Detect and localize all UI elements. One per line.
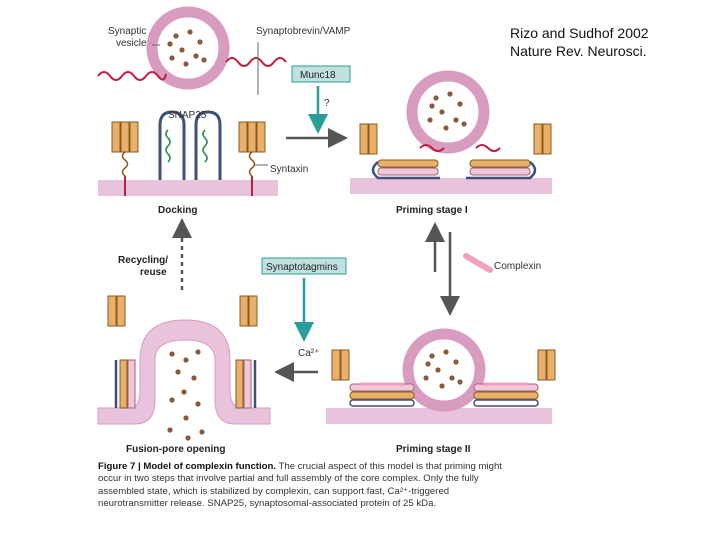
munc18-box <box>291 65 351 83</box>
calcium-label: Ca²⁺ <box>298 348 319 359</box>
plasma-membrane <box>98 180 278 196</box>
caption-body: The crucial aspect of this model is that… <box>98 461 502 510</box>
snap25-protein <box>158 110 222 180</box>
recycling-label-2: reuse <box>140 267 167 278</box>
released-neurotransmitter <box>167 349 205 441</box>
munc18-label: Munc18 <box>300 70 336 81</box>
full-snare-right <box>473 349 556 407</box>
syntaxin-right <box>238 121 266 196</box>
zippered-snare-right <box>235 295 258 409</box>
syntaxin-left <box>111 121 139 196</box>
fusion-pore-label: Fusion-pore opening <box>126 444 225 455</box>
neurotransmitter-dots <box>423 349 463 389</box>
priming-stage-1-panel <box>350 70 552 194</box>
synaptic-vesicle <box>146 6 230 90</box>
plasma-membrane <box>326 408 552 424</box>
partial-snare-right <box>466 123 552 180</box>
figure-caption: Figure 7 | Model of complexin function. … <box>98 461 508 511</box>
priming-stage-2-label: Priming stage II <box>396 444 471 455</box>
recycling-label-1: Recycling/ <box>118 255 168 266</box>
priming-stage-1-label: Priming stage I <box>396 205 468 216</box>
citation: Rizo and Sudhof 2002 Nature Rev. Neurosc… <box>510 24 649 60</box>
caption-figure-label: Figure 7 | Model of complexin function. <box>98 461 277 472</box>
priming-stage-2-panel <box>326 328 556 424</box>
synaptobrevin-label: Synaptobrevin/VAMP <box>256 26 351 37</box>
synaptotagmins-box <box>261 257 347 275</box>
docking-label: Docking <box>158 205 197 216</box>
synaptic-vesicle-label-2: vesicle <box>116 38 147 49</box>
neurotransmitter-dots <box>427 91 467 131</box>
munc18-question: ? <box>324 98 330 109</box>
fusion-pore-panel <box>97 295 271 441</box>
partial-snare-left <box>359 123 440 180</box>
complexin-molecule <box>463 253 493 273</box>
zippered-snare-left <box>107 295 136 409</box>
full-snare-left <box>331 349 415 407</box>
fused-membrane <box>97 319 271 425</box>
synaptobrevin-left <box>97 71 167 81</box>
neurotransmitter-dots <box>167 29 207 67</box>
synaptotagmins-label: Synaptotagmins <box>266 262 338 273</box>
snap25-label: SNAP25 <box>168 110 207 121</box>
plasma-membrane <box>350 178 552 194</box>
synaptic-vesicle <box>406 70 490 154</box>
synaptic-vesicle-label-1: Synaptic <box>108 26 146 37</box>
synaptic-vesicle <box>402 328 486 412</box>
docking-panel <box>97 6 287 196</box>
synaptobrevin-right <box>225 57 287 67</box>
citation-journal: Nature Rev. Neurosci. <box>510 43 647 59</box>
complexin-label: Complexin <box>494 261 541 272</box>
citation-authors: Rizo and Sudhof 2002 <box>510 25 649 41</box>
syntaxin-label: Syntaxin <box>270 164 308 175</box>
